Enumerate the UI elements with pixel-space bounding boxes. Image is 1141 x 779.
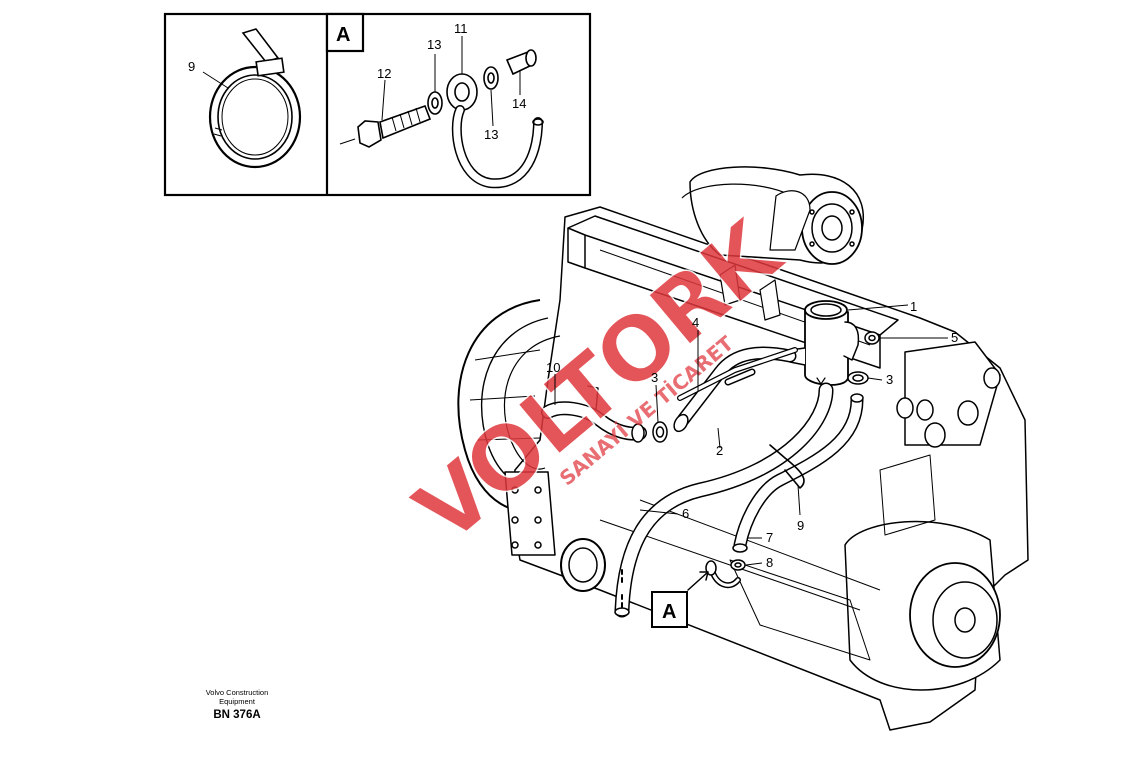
callout-10: 10: [546, 360, 560, 375]
callout-14: 14: [512, 96, 526, 111]
callout-2: 2: [716, 443, 723, 458]
hose-clamp-illustration: [208, 28, 302, 169]
leader-lines: [202, 36, 948, 566]
callout-13-lower: 13: [484, 127, 498, 142]
callout-labels: 9 A 12 13 11 13 14 1 5 3 4 3 10 2 6 9 7 …: [188, 21, 958, 570]
callout-13-upper: 13: [427, 37, 441, 52]
callout-11: 11: [454, 21, 468, 36]
callout-3-left: 3: [651, 370, 658, 385]
callout-9-inset: 9: [188, 59, 195, 74]
callout-6: 6: [682, 506, 689, 521]
footer-block: Volvo Construction Equipment BN 376A: [196, 688, 278, 721]
banjo-fitting-illustration: [325, 12, 544, 189]
callout-7: 7: [766, 530, 773, 545]
callout-3-right: 3: [886, 372, 893, 387]
callout-5: 5: [951, 330, 958, 345]
detail-label-engine: A: [662, 601, 676, 623]
company-name-line1: Volvo Construction: [205, 688, 269, 697]
callout-12: 12: [377, 66, 391, 81]
callout-9-engine: 9: [797, 518, 804, 533]
detail-label-inset: A: [336, 24, 350, 46]
company-name-line2: Equipment: [219, 697, 255, 706]
breather-system: [541, 300, 880, 618]
callout-1: 1: [910, 299, 917, 314]
diagram-code: BN 376A: [213, 709, 261, 721]
callout-4: 4: [692, 315, 699, 330]
callout-8: 8: [766, 555, 773, 570]
detail-a-marker: A: [651, 591, 688, 628]
